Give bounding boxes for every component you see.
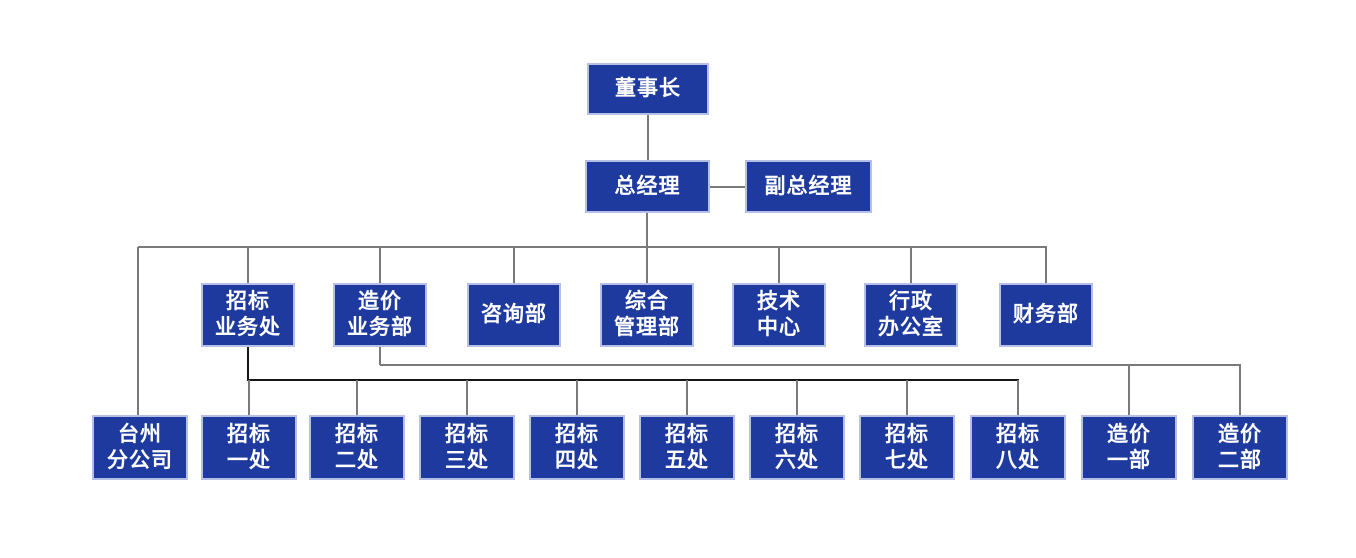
node-cost-office-2: 造价 二部 [1192, 415, 1288, 480]
node-label: 总经理 [614, 174, 681, 198]
node-label: 招标 [226, 290, 270, 313]
node-label: 招标 [227, 422, 271, 446]
node-label: 六处 [775, 448, 819, 472]
connector-drop-bidding-8 [1017, 380, 1019, 415]
node-label: 招标 [665, 422, 709, 446]
node-label: 三处 [445, 448, 489, 472]
node-label: 分公司 [107, 448, 173, 472]
connector-drop-bidding-6 [796, 380, 798, 415]
connector-drop-cost-1 [1128, 365, 1130, 415]
node-bidding-office-2: 招标 二处 [309, 415, 405, 480]
connector-drop-bidding-3 [466, 380, 468, 415]
node-label: 八处 [996, 448, 1040, 472]
node-branch-taizhou: 台州 分公司 [92, 415, 188, 480]
node-label: 五处 [665, 448, 709, 472]
node-label: 二部 [1218, 448, 1262, 472]
connector-drop-bidding-2 [356, 380, 358, 415]
node-label: 行政 [889, 290, 933, 313]
node-bidding-office-8: 招标 八处 [970, 415, 1066, 480]
connector-drop-dept-5 [778, 247, 780, 283]
connector-chairman-gm [647, 115, 649, 160]
node-dept-bidding-business: 招标 业务处 [201, 283, 295, 347]
connector-gm-deputy [710, 186, 745, 188]
connector-drop-bidding-7 [906, 380, 908, 415]
node-label: 造价 [1107, 422, 1151, 446]
connector-drop-cost-2 [1239, 365, 1241, 415]
node-label: 一部 [1107, 448, 1151, 472]
node-label: 造价 [1218, 422, 1262, 446]
node-bidding-office-6: 招标 六处 [749, 415, 845, 480]
connector-drop-dept-6 [910, 247, 912, 283]
node-label: 四处 [555, 448, 599, 472]
node-deputy-general-manager: 副总经理 [745, 160, 872, 213]
node-label: 业务部 [347, 316, 413, 339]
connector-bidding-stem [247, 347, 249, 380]
node-label: 办公室 [878, 316, 944, 339]
connector-gm-bus [646, 213, 648, 247]
node-label: 台州 [118, 422, 162, 446]
node-chairman: 董事长 [587, 63, 709, 115]
connector-drop-dept-4 [646, 247, 648, 283]
node-label: 副总经理 [764, 174, 853, 198]
node-label: 董事长 [615, 77, 681, 100]
node-cost-office-1: 造价 一部 [1081, 415, 1177, 480]
node-label: 中心 [757, 316, 801, 339]
node-label: 管理部 [614, 316, 680, 339]
connector-cost-stem [379, 347, 381, 365]
node-label: 咨询部 [481, 303, 547, 326]
connector-level3-bus [138, 246, 1047, 248]
node-dept-consulting: 咨询部 [467, 283, 561, 347]
node-bidding-office-4: 招标 四处 [529, 415, 625, 480]
node-general-manager: 总经理 [585, 160, 710, 213]
connector-cost-bus [380, 364, 1241, 366]
node-label: 一处 [227, 448, 271, 472]
connector-drop-bidding-5 [686, 380, 688, 415]
node-label: 招标 [555, 422, 599, 446]
connector-drop-bidding-4 [576, 380, 578, 415]
connector-drop-dept-1 [247, 247, 249, 283]
node-label: 七处 [885, 448, 929, 472]
connector-drop-dept-7 [1045, 247, 1047, 283]
node-bidding-office-3: 招标 三处 [419, 415, 515, 480]
node-label: 造价 [358, 290, 402, 313]
node-label: 综合 [625, 290, 669, 313]
node-label: 招标 [885, 422, 929, 446]
node-bidding-office-5: 招标 五处 [639, 415, 735, 480]
node-bidding-office-7: 招标 七处 [859, 415, 955, 480]
node-label: 招标 [445, 422, 489, 446]
node-label: 招标 [335, 422, 379, 446]
node-label: 业务处 [215, 316, 281, 339]
connector-taizhou-branch [137, 247, 139, 415]
node-dept-cost-business: 造价 业务部 [333, 283, 427, 347]
node-dept-technology-center: 技术 中心 [732, 283, 826, 347]
node-label: 财务部 [1013, 303, 1079, 326]
connector-bidding-bus [247, 379, 1019, 381]
connector-drop-dept-2 [379, 247, 381, 283]
node-label: 技术 [757, 290, 801, 313]
node-dept-administrative-office: 行政 办公室 [864, 283, 958, 347]
connector-drop-bidding-1 [248, 380, 250, 415]
node-label: 招标 [996, 422, 1040, 446]
node-label: 二处 [335, 448, 379, 472]
node-bidding-office-1: 招标 一处 [201, 415, 297, 480]
node-label: 招标 [775, 422, 819, 446]
connector-drop-dept-3 [513, 247, 515, 283]
node-dept-general-management: 综合 管理部 [600, 283, 694, 347]
node-dept-finance: 财务部 [999, 283, 1093, 347]
